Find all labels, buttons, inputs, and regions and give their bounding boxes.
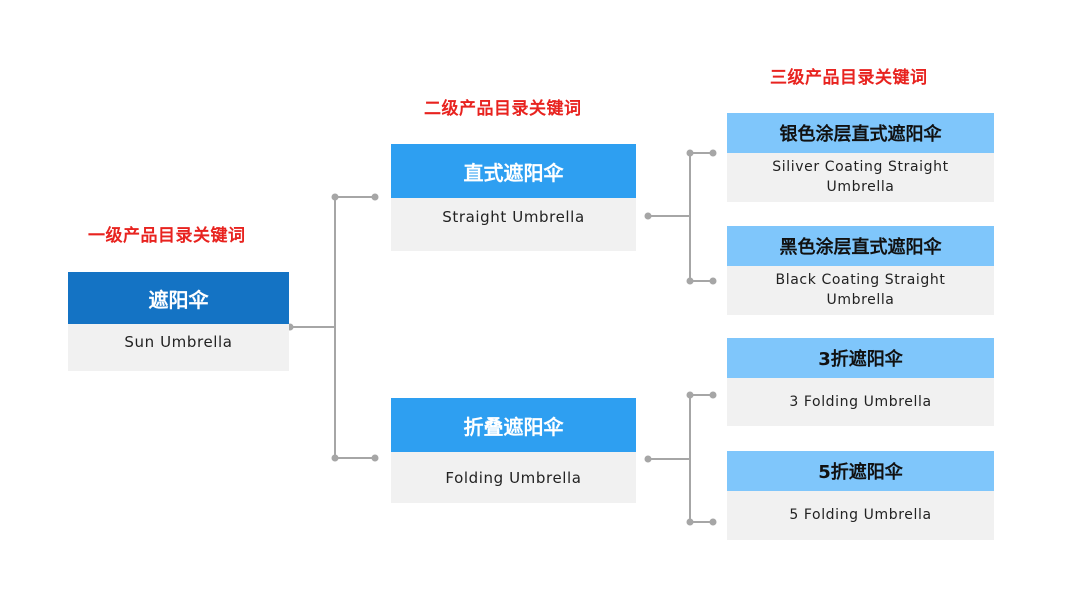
level2-node-folding-umbrella: 折叠遮阳伞 Folding Umbrella <box>391 398 636 503</box>
level3-node-title-en: Siliver Coating Straight Umbrella <box>772 159 949 195</box>
level2-node-title-cn: 折叠遮阳伞 <box>391 398 636 452</box>
level3-node-title-cn: 5折遮阳伞 <box>727 451 994 491</box>
level3-node-title-cn: 黑色涂层直式遮阳伞 <box>727 226 994 266</box>
level3-node-title-en: Black Coating Straight Umbrella <box>775 272 946 308</box>
level3-node-title-en: 5 Folding Umbrella <box>789 507 932 523</box>
level3-label: 三级产品目录关键词 <box>770 68 928 88</box>
level2-node-title-cn: 直式遮阳伞 <box>391 144 636 198</box>
level2-node-title-en: Straight Umbrella <box>442 208 585 226</box>
level3-node-title-cn: 银色涂层直式遮阳伞 <box>727 113 994 153</box>
root-node-title-en: Sun Umbrella <box>124 333 233 351</box>
level3-node-3-folding: 3折遮阳伞 3 Folding Umbrella <box>727 338 994 426</box>
level2-label: 二级产品目录关键词 <box>424 99 582 119</box>
level3-node-title-cn: 3折遮阳伞 <box>727 338 994 378</box>
root-node-sun-umbrella: 遮阳伞 Sun Umbrella <box>68 272 289 371</box>
level3-node-title-en: 3 Folding Umbrella <box>789 394 932 410</box>
root-node-title-cn: 遮阳伞 <box>68 272 289 324</box>
level1-label: 一级产品目录关键词 <box>88 226 246 246</box>
level2-node-title-en: Folding Umbrella <box>445 468 582 487</box>
level3-node-5-folding: 5折遮阳伞 5 Folding Umbrella <box>727 451 994 540</box>
level3-node-black-coating-straight: 黑色涂层直式遮阳伞 Black Coating Straight Umbrell… <box>727 226 994 315</box>
level3-node-silver-coating-straight: 银色涂层直式遮阳伞 Siliver Coating Straight Umbre… <box>727 113 994 202</box>
level2-node-straight-umbrella: 直式遮阳伞 Straight Umbrella <box>391 144 636 251</box>
